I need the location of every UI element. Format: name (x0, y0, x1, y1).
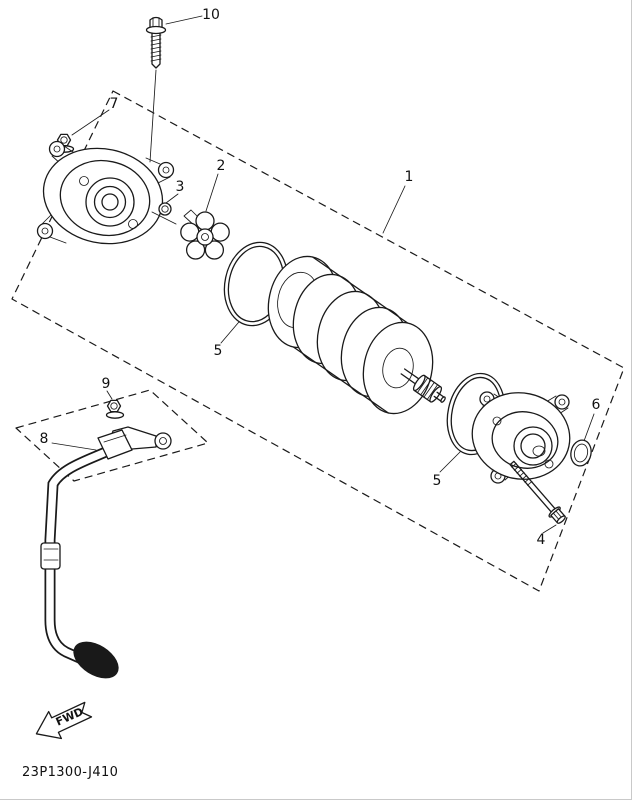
nut-9 (105, 399, 125, 419)
cable-clamp (97, 429, 133, 460)
starter-cable (40, 426, 172, 679)
callout-5-rear: 5 (213, 343, 223, 359)
fwd-arrow: FWD (35, 701, 93, 740)
callout-4: 4 (536, 532, 546, 548)
callout-6: 6 (591, 397, 601, 413)
ring-terminal (154, 432, 172, 450)
callout-1: 1 (404, 169, 414, 185)
screw-10 (145, 16, 167, 163)
rubber-boot (73, 641, 119, 679)
leader-lines (51, 15, 595, 534)
fwd-arrow-shape (35, 701, 93, 740)
cable-boundary-dashed (15, 389, 209, 482)
callout-7: 7 (109, 96, 119, 112)
motor-body (267, 255, 446, 415)
callout-10: 10 (202, 7, 220, 23)
drawing-code: 23P1300-J410 (22, 765, 118, 780)
callout-2: 2 (216, 158, 226, 174)
front-bracket (471, 391, 571, 484)
callout-9: 9 (101, 376, 111, 392)
output-shaft (400, 368, 446, 403)
callout-8: 8 (39, 431, 49, 447)
rear-bracket (36, 140, 177, 245)
callout-3: 3 (175, 179, 185, 195)
drive-gear-2 (180, 209, 230, 260)
callout-5-front: 5 (432, 473, 442, 489)
bolt-4 (509, 460, 566, 524)
o-ring-6 (570, 439, 592, 467)
cable-coupling (40, 542, 61, 570)
projection-line (149, 69, 157, 163)
o-ring-3 (158, 202, 172, 216)
